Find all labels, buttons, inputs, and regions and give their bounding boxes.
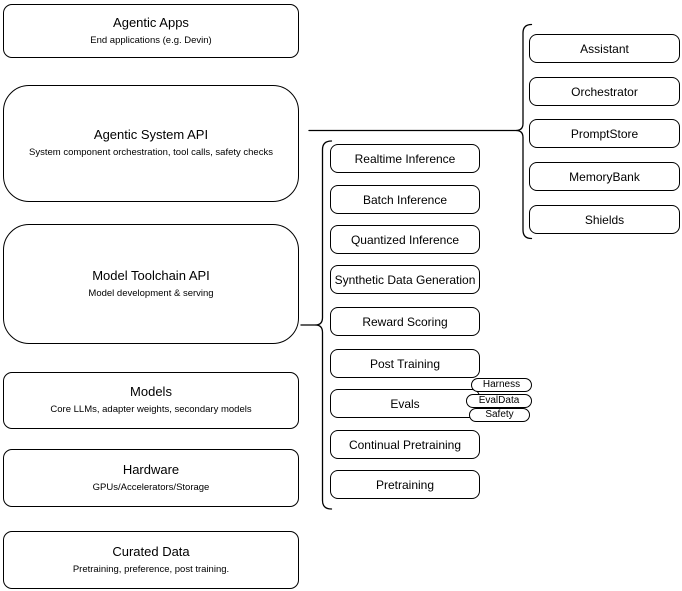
node-title: Models [130,384,172,400]
tag-evaldata: EvalData [466,394,532,408]
node-agentic-apps: Agentic Apps End applications (e.g. Devi… [3,4,299,58]
node-reward-scoring: Reward Scoring [330,307,480,336]
node-evals: Evals [330,389,480,418]
node-orchestrator: Orchestrator [529,77,680,106]
node-post-training: Post Training [330,349,480,378]
node-subtitle: End applications (e.g. Devin) [90,34,212,46]
node-title: Agentic Apps [113,14,189,30]
node-model-toolchain-api: Model Toolchain API Model development & … [3,224,299,344]
node-curated-data: Curated Data Pretraining, preference, po… [3,531,299,589]
node-batch-inference: Batch Inference [330,185,480,214]
node-assistant: Assistant [529,34,680,63]
node-subtitle: Core LLMs, adapter weights, secondary mo… [50,404,252,416]
node-continual-pretraining: Continual Pretraining [330,430,480,459]
node-title: Hardware [122,461,180,477]
system-components-bracket [515,23,533,240]
node-realtime-inference: Realtime Inference [330,144,480,173]
tag-harness: Harness [471,378,532,392]
node-quantized-inference: Quantized Inference [330,225,480,254]
node-hardware: Hardware GPUs/Accelerators/Storage [3,449,299,507]
node-shields: Shields [529,205,680,234]
node-pretraining: Pretraining [330,470,480,499]
node-title: Model Toolchain API [92,267,210,283]
node-synthetic-data-generation: Synthetic Data Generation [330,265,480,294]
tag-safety: Safety [469,408,530,422]
toolchain-components-bracket [315,140,333,510]
node-agentic-system-api: Agentic System API System component orch… [3,85,299,202]
node-models: Models Core LLMs, adapter weights, secon… [3,372,299,429]
node-memorybank: MemoryBank [529,162,680,191]
node-subtitle: GPUs/Accelerators/Storage [92,481,210,493]
node-title: Curated Data [112,543,190,559]
node-title: Agentic System API [93,127,209,143]
node-subtitle: Model development & serving [88,287,214,299]
node-subtitle: System component orchestration, tool cal… [29,147,273,159]
node-subtitle: Pretraining, preference, post training. [72,563,230,575]
node-promptstore: PromptStore [529,119,680,148]
